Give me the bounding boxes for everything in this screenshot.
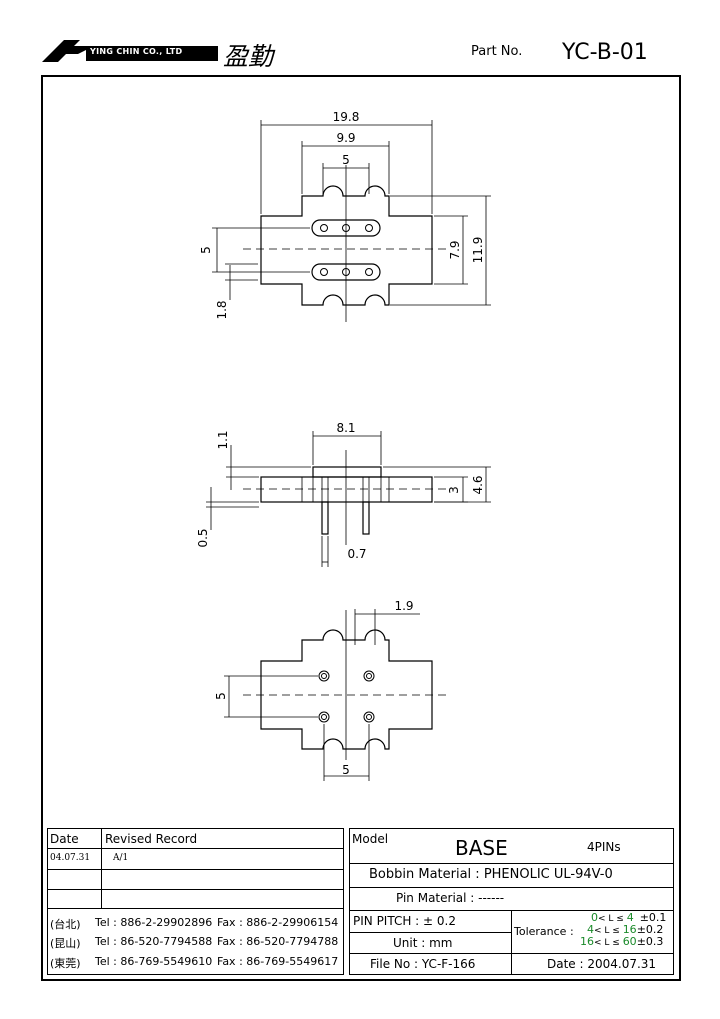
tolerance-label: Tolerance :	[514, 925, 574, 938]
contact-tel-taipei: Tel : 886-2-29902896	[95, 916, 213, 929]
dim-top-offset: 1.8	[215, 300, 229, 319]
drawing-frame	[41, 75, 681, 981]
tolerance-row-2: 4< L ≤ 16±0.2	[587, 923, 664, 937]
dim-top-overall-height: 11.9	[471, 237, 485, 264]
dim-bottom-notch-width: 1.9	[394, 599, 413, 613]
company-name-en: YING CHIN CO., LTD	[90, 47, 183, 56]
bobbin-material: Bobbin Material : PHENOLIC UL-94V-0	[369, 867, 613, 882]
revision-record-header: Revised Record	[105, 832, 198, 846]
tolerance-row-1: 0< L ≤ 4±0.1	[591, 911, 667, 925]
part-no-label: Part No.	[471, 44, 523, 59]
dim-top-overall-width: 19.8	[333, 110, 360, 124]
company-name-cn: 盈勤	[223, 42, 274, 71]
revision-row-record: A/1	[113, 853, 129, 863]
part-no-value: YC-B-01	[562, 40, 648, 65]
dim-top-pin-span: 5	[342, 153, 350, 167]
dim-side-pin-dia: 0.7	[347, 547, 366, 561]
dim-side-total-height: 4.6	[471, 475, 485, 494]
dim-bottom-row-spacing: 5	[214, 692, 228, 700]
revision-row-date: 04.07.31	[50, 853, 91, 863]
pin-pitch: PIN PITCH : ± 0.2	[353, 914, 456, 928]
tolerance-row-3: 16< L ≤ 60±0.3	[580, 935, 664, 949]
dim-top-inner-height: 7.9	[448, 240, 462, 259]
pin-count: 4PINs	[587, 840, 621, 854]
side-view-base	[260, 476, 433, 503]
contact-tel-kunshan: Tel : 86-520-7794588	[95, 935, 213, 948]
revision-date-header: Date	[50, 832, 79, 846]
side-view-top	[312, 466, 382, 478]
bottom-view-body	[260, 629, 433, 750]
model-value: BASE	[455, 836, 508, 860]
contact-city-dongguan: (東莞)	[50, 957, 81, 970]
pin-material: Pin Material : ------	[396, 891, 505, 905]
contact-city-kunshan: (昆山)	[50, 937, 81, 950]
dim-side-pin-offset: 0.5	[196, 528, 210, 547]
dim-top-mid-width: 9.9	[336, 131, 355, 145]
contact-fax-dongguan: Fax : 86-769-5549617	[217, 955, 339, 968]
file-no: File No : YC-F-166	[370, 957, 476, 971]
unit: Unit : mm	[393, 936, 453, 950]
model-label: Model	[352, 832, 389, 846]
contact-city-taipei: (台北)	[50, 918, 81, 931]
dim-top-row-spacing: 5	[199, 246, 213, 254]
side-view-pin-right	[362, 501, 370, 535]
company-logo	[42, 40, 218, 62]
revision-table	[47, 828, 344, 975]
dim-side-top-width: 8.1	[336, 421, 355, 435]
drawing-date: Date : 2004.07.31	[547, 957, 657, 971]
side-view-pin-left	[321, 501, 329, 535]
top-view-body	[260, 185, 433, 306]
dim-side-top-height: 1.1	[216, 430, 230, 449]
dim-bottom-pin-span: 5	[342, 763, 350, 777]
contact-fax-kunshan: Fax : 86-520-7794788	[217, 935, 339, 948]
dim-side-base-height: 3	[447, 486, 461, 494]
contact-fax-taipei: Fax : 886-2-29906154	[217, 916, 339, 929]
contact-tel-dongguan: Tel : 86-769-5549610	[95, 955, 213, 968]
